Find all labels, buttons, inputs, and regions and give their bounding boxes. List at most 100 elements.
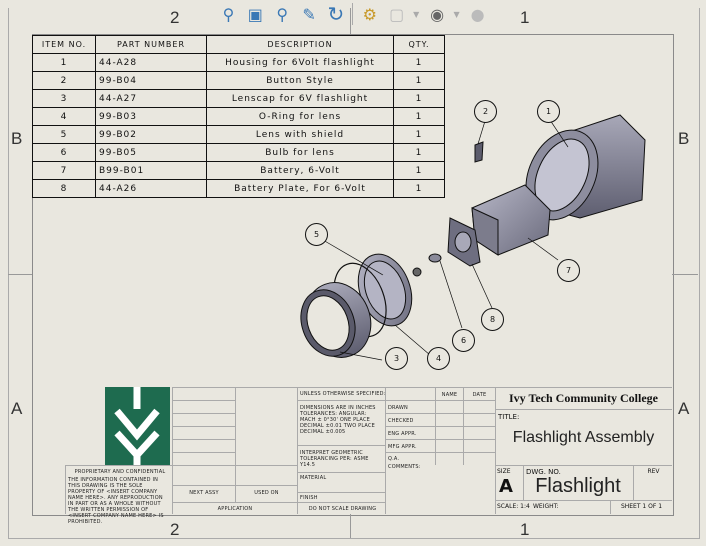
qa-label: Q.A.	[388, 456, 400, 462]
dwg-no-label: DWG. NO.	[526, 468, 561, 476]
material-label: MATERIAL	[300, 475, 327, 481]
item-balloon: 1	[537, 100, 560, 123]
zone-label: 1	[520, 8, 530, 27]
item-number-cell: 4	[32, 107, 96, 126]
column-header: DESCRIPTION	[206, 35, 394, 54]
table-header-row: ITEM NO. PART NUMBER DESCRIPTION QTY.	[32, 35, 445, 54]
rev-label: REV	[647, 468, 660, 475]
part-number-cell: 44-A26	[95, 179, 207, 198]
redo-icon[interactable]: ↻	[327, 2, 345, 26]
zoom-in-out-icon[interactable]: ⚲	[276, 4, 289, 24]
drawing-title: Flashlight Assembly	[512, 429, 655, 446]
dimensions-text: DIMENSIONS ARE IN INCHES TOLERANCES: ANG…	[300, 405, 376, 435]
date-label: DATE	[472, 392, 487, 398]
column-header: ITEM NO.	[32, 35, 96, 54]
part-number-cell: 99-B03	[95, 107, 207, 126]
size-label: SIZE	[497, 468, 511, 475]
item-balloon: 4	[427, 347, 450, 370]
description-cell: Housing for 6Volt flashlight	[206, 53, 394, 72]
part-number-cell: B99-B01	[95, 161, 207, 180]
hide-show-dropdown-icon[interactable]: ▼	[453, 9, 460, 19]
quantity-cell: 1	[393, 179, 445, 198]
battery-part	[471, 184, 551, 256]
title-block: PROPRIETARY AND CONFIDENTIAL THE INFORMA…	[65, 387, 672, 525]
item-number-cell: 8	[32, 179, 96, 198]
proprietary-title: PROPRIETARY AND CONFIDENTIAL	[74, 469, 166, 475]
item-balloon: 6	[452, 329, 475, 352]
eng-appr-label: ENG APPR.	[388, 431, 417, 437]
next-assy-label: NEXT ASSY	[189, 490, 219, 496]
checked-label: CHECKED	[388, 418, 414, 424]
title-label: TITLE:	[498, 413, 520, 421]
zoom-to-area-icon[interactable]: ▣	[247, 4, 263, 24]
item-balloon: 8	[481, 308, 504, 331]
mfg-appr-label: MFG APPR.	[388, 444, 417, 450]
item-balloon: 5	[305, 223, 328, 246]
display-style-dropdown-icon[interactable]: ▼	[413, 9, 420, 19]
application-label: APPLICATION	[217, 506, 253, 512]
part-number-cell: 99-B04	[95, 71, 207, 90]
hide-show-icon[interactable]: ◉	[430, 4, 445, 24]
zone-label: B	[11, 129, 23, 148]
appearance-icon[interactable]: ●	[470, 4, 485, 24]
item-balloon: 7	[557, 259, 580, 282]
part-number-cell: 44-A27	[95, 89, 207, 108]
part-number-cell: 44-A28	[95, 53, 207, 72]
drawn-label: DRAWN	[388, 405, 408, 411]
interpret-text: INTERPRET GEOMETRIC TOLERANCING PER: ASM…	[300, 450, 369, 468]
column-header: PART NUMBER	[95, 35, 207, 54]
toolbar-separator	[352, 3, 354, 25]
leader-lines	[322, 119, 569, 361]
button-part	[474, 141, 484, 163]
part-number-cell: 99-B05	[95, 143, 207, 162]
zone-label: A	[11, 399, 23, 418]
sheet-number: SHEET 1 OF 1	[620, 503, 663, 510]
zone-label: 1	[520, 520, 530, 539]
housing-part	[525, 114, 646, 221]
scale-label: SCALE: 1:4	[497, 503, 530, 510]
item-number-cell: 7	[32, 161, 96, 180]
proprietary-text: THE INFORMATION CONTAINED IN THIS DRAWIN…	[68, 477, 164, 525]
battery-plate-part	[447, 217, 481, 267]
unless-specified-label: UNLESS OTHERWISE SPECIFIED:	[300, 391, 386, 397]
rotate-icon[interactable]: ✎	[302, 4, 316, 24]
bulb-part	[428, 253, 442, 263]
ivy-tech-logo	[105, 387, 170, 465]
do-not-scale-label: DO NOT SCALE DRAWING	[308, 506, 377, 512]
item-number-cell: 1	[32, 53, 96, 72]
quantity-cell: 1	[393, 53, 445, 72]
comments-label: COMMENTS:	[388, 464, 421, 470]
sheet-inner-border	[32, 34, 674, 516]
lenscap-part	[300, 282, 372, 358]
view-settings-icon[interactable]: ⚙	[362, 4, 377, 24]
zoom-to-fit-icon[interactable]: ⚲	[222, 4, 235, 24]
description-cell: Button Style	[206, 71, 394, 90]
item-number-cell: 2	[32, 71, 96, 90]
exploded-assembly-view	[300, 114, 646, 361]
item-balloon: 2	[474, 100, 497, 123]
item-number-cell: 6	[32, 143, 96, 162]
sheet-size: A	[499, 476, 513, 497]
view-toolbar: ⚲ ▣ ⚲ ✎ ↻ ⚙ ▢ ▼ ◉ ▼ ●	[218, 0, 488, 28]
quantity-cell: 1	[393, 71, 445, 90]
item-number-cell: 5	[32, 125, 96, 144]
zone-label: 2	[170, 520, 180, 539]
zone-label: B	[678, 129, 690, 148]
zone-label: 2	[170, 8, 180, 27]
part-number-cell: 99-B02	[95, 125, 207, 144]
item-balloon: 3	[385, 347, 408, 370]
display-style-icon[interactable]: ▢	[389, 4, 405, 24]
lens-part	[357, 253, 422, 327]
zone-label: A	[678, 399, 690, 418]
weight-label: WEIGHT:	[533, 503, 559, 510]
company-name: Ivy Tech Community College	[508, 391, 658, 405]
column-header: QTY.	[393, 35, 445, 54]
item-number-cell: 3	[32, 89, 96, 108]
